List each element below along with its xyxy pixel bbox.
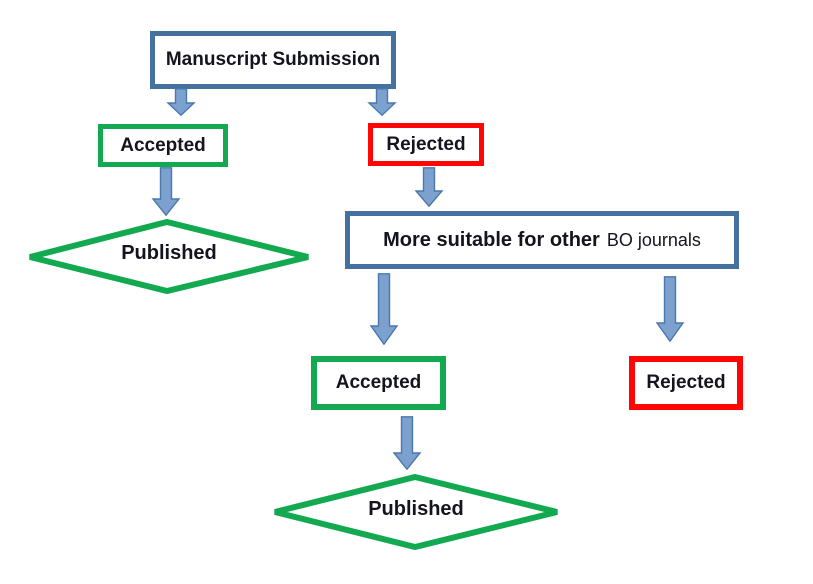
node-accepted-1: Accepted [98, 124, 228, 167]
node-accepted-2: Accepted [311, 356, 446, 410]
node-manuscript-submission: Manuscript Submission [150, 31, 396, 89]
diamond-shape [29, 218, 309, 295]
node-more-suitable-label-suffix: BO journals [606, 229, 701, 250]
node-accepted-2-label: Accepted [335, 372, 422, 393]
node-more-suitable: More suitable for other BO journals [345, 211, 739, 269]
connector-arrow-manuscript-to-accepted [166, 88, 196, 116]
connector-arrow-accepted2-to-published2 [392, 416, 422, 470]
node-rejected-2-label: Rejected [646, 372, 726, 393]
node-rejected-2: Rejected [629, 356, 743, 410]
node-published-2-label: Published [368, 497, 464, 520]
connector-arrow-moresuitable-to-accepted2 [369, 273, 399, 345]
node-rejected-1: Rejected [368, 123, 484, 166]
node-more-suitable-label-main: More suitable for other [383, 228, 600, 251]
node-accepted-1-label: Accepted [120, 134, 206, 156]
node-published-1-label: Published [121, 242, 217, 264]
node-published-1: Published [24, 216, 314, 297]
node-rejected-1-label: Rejected [386, 133, 466, 155]
node-manuscript-submission-label: Manuscript Submission [165, 49, 381, 70]
connector-arrow-accepted1-to-published1 [151, 167, 181, 216]
connector-arrow-moresuitable-to-rejected2 [655, 276, 685, 342]
connector-arrow-rejected1-to-moresuitable [414, 167, 444, 207]
connector-arrow-manuscript-to-rejected [367, 88, 397, 116]
node-published-2: Published [269, 471, 563, 553]
diamond-shape [274, 473, 558, 551]
